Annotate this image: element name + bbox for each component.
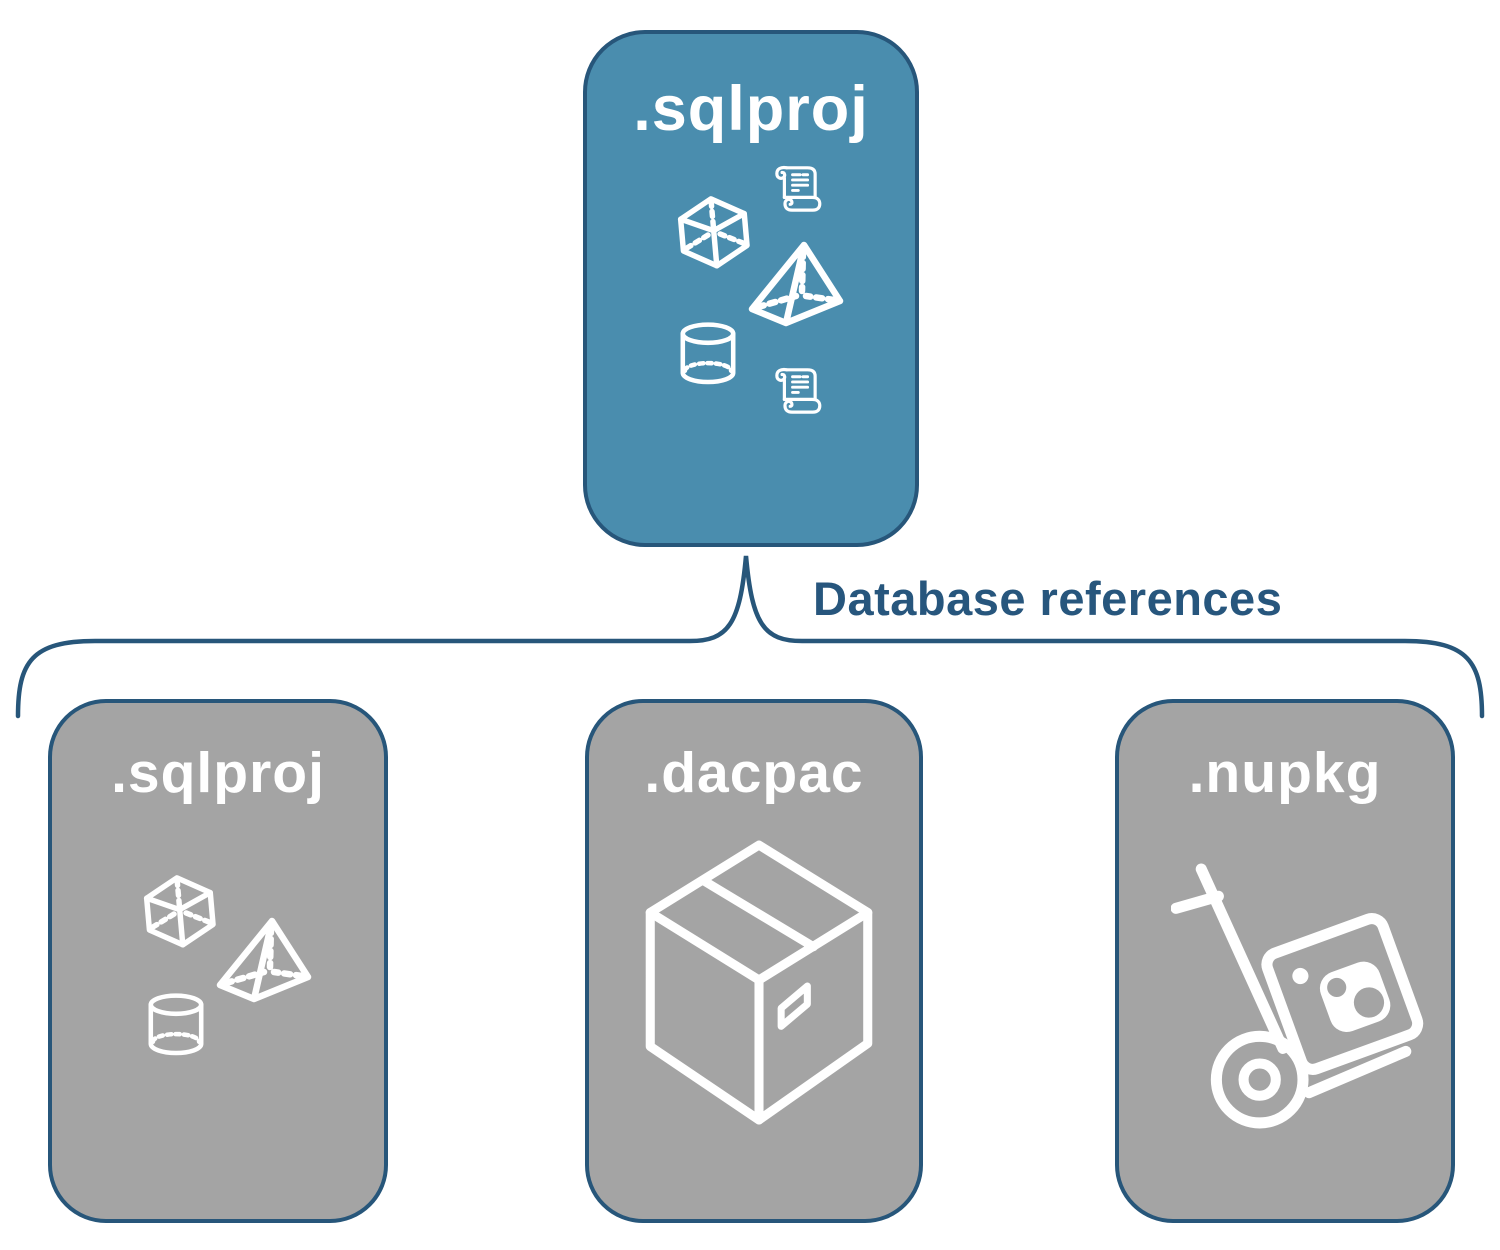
child-node-title: .nupkg <box>1188 741 1382 805</box>
hand-truck-handle <box>1171 890 1224 914</box>
hand-truck-hub <box>1238 1058 1281 1101</box>
hand-truck-wheel <box>1210 1030 1309 1129</box>
edge-label: Database references <box>813 572 1283 625</box>
cylinder-icon <box>673 312 743 396</box>
hand-truck-package-icon <box>1171 863 1424 1129</box>
child-node-nupkg: .nupkg <box>1115 699 1455 1223</box>
hand-truck-base <box>1303 1045 1412 1099</box>
package-box-icon <box>645 840 873 1125</box>
nuget-package-outline <box>1261 913 1424 1075</box>
pyramid-icon <box>744 239 848 333</box>
scroll-icon <box>775 165 822 212</box>
child-node-sqlproj: .sqlproj <box>48 699 388 1223</box>
nuget-logo-dot <box>1292 967 1309 985</box>
parent-node-title: .sqlproj <box>633 74 869 144</box>
pyramid-icon <box>212 915 316 1009</box>
parent-node-sqlproj: .sqlproj <box>583 30 919 547</box>
child-node-title: .sqlproj <box>111 741 325 805</box>
cube-icon <box>138 871 222 955</box>
child-node-dacpac: .dacpac <box>585 699 923 1223</box>
scroll-icon <box>775 367 822 414</box>
cylinder-icon <box>141 983 211 1067</box>
child-node-title: .dacpac <box>644 741 864 805</box>
